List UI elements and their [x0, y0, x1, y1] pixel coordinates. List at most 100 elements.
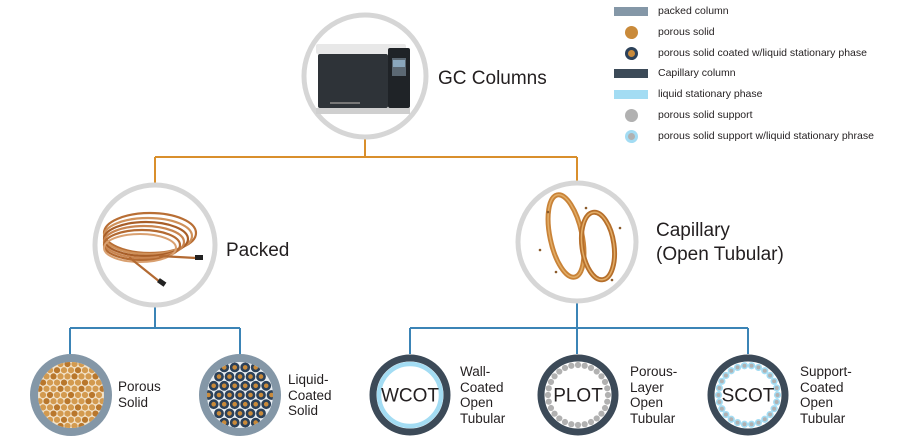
legend-label: porous solid coated w/liquid stationary …	[658, 47, 867, 59]
legend-label: liquid stationary phase	[658, 88, 763, 100]
porous-particle	[43, 373, 50, 380]
porous-particle	[99, 398, 104, 405]
porous-particle	[67, 391, 75, 399]
support-bead	[551, 410, 558, 417]
porous-particle	[81, 379, 89, 386]
wcot-label-line-2: Coated	[460, 379, 504, 395]
coated-support-bead	[773, 391, 782, 399]
coated-particle	[256, 408, 266, 419]
porous-particle	[64, 422, 71, 428]
scot-cross-section: SCOT	[707, 354, 789, 436]
porous-particle	[81, 391, 89, 399]
plot-label-line-4: Tubular	[630, 410, 676, 426]
porous-solid-swatch-icon	[614, 23, 648, 41]
porous-particle	[53, 367, 61, 374]
porous-particle	[60, 379, 68, 386]
scot-code: SCOT	[722, 386, 775, 407]
porous-particle	[46, 391, 54, 399]
capillary-column-node	[515, 180, 639, 304]
coated-support-bead	[773, 384, 781, 392]
coated-particle	[245, 408, 256, 419]
legend-item-liquid-stationary-phase: liquid stationary phase	[614, 85, 762, 103]
liquid-stationary-phase-swatch-icon	[614, 85, 648, 103]
porous-particle	[53, 391, 61, 399]
porous-particle	[71, 398, 78, 405]
porous-particle	[64, 398, 71, 405]
support-bead	[581, 421, 588, 428]
support-bead	[574, 421, 582, 429]
porous-particle	[78, 410, 85, 417]
legend-item-porous-solid: porous solid	[614, 23, 715, 41]
coated-particle	[256, 371, 266, 382]
support-bead	[547, 404, 555, 412]
porous-particle	[43, 398, 50, 405]
coated-support-bead	[754, 363, 763, 372]
porous-particle	[38, 398, 43, 405]
scot-label-line-4: Tubular	[800, 410, 846, 426]
support-bead	[581, 362, 588, 369]
coated-support-bead	[733, 363, 742, 372]
porous-particle	[92, 373, 99, 380]
packed-coil-image	[102, 211, 203, 287]
plot-support-beads	[544, 361, 612, 429]
porous-particle	[67, 416, 75, 423]
support-bead	[604, 385, 611, 392]
porous-particle	[74, 391, 82, 399]
support-bead	[568, 421, 575, 428]
gc-columns-label: GC Columns	[438, 68, 547, 89]
coated-support-bead	[754, 418, 763, 427]
porous-particle	[39, 379, 47, 386]
scot-label-line-3: Open	[800, 395, 834, 410]
coated-support-bead	[770, 405, 778, 413]
porous-particle	[92, 385, 99, 392]
coated-support-bead	[773, 398, 781, 406]
legend-item-packed-column: packed column	[614, 2, 729, 20]
support-bead	[587, 364, 595, 372]
porous-particle	[43, 410, 50, 417]
legend-label: packed column	[658, 5, 729, 17]
liquid-coated-solid-cross-section	[199, 354, 281, 436]
legend-label: Capillary column	[658, 67, 736, 79]
coated-support-bead	[740, 420, 749, 428]
support-bead	[561, 364, 569, 372]
coated-particle	[207, 390, 214, 400]
porous-particle	[46, 379, 54, 386]
capillary-column-swatch-icon	[614, 64, 648, 82]
gc-instrument-image	[316, 44, 410, 114]
packed-column-node	[92, 182, 218, 308]
tree-connectors-bottom	[69, 303, 749, 354]
support-bead	[593, 415, 600, 422]
packed-column-swatch-icon	[614, 2, 648, 20]
support-bead	[547, 378, 555, 386]
support-bead	[601, 404, 609, 412]
plot-label: Porous- Layer Open Tubular	[630, 364, 677, 426]
coated-support-bead	[715, 398, 723, 406]
coated-particles	[207, 362, 273, 428]
porous-particle	[60, 391, 68, 399]
wcot-label: Wall- Coated Open Tubular	[460, 364, 505, 426]
support-bead	[604, 398, 611, 405]
coated-support-bead	[766, 410, 774, 419]
porous-particle	[78, 398, 85, 405]
coated-particle	[235, 408, 245, 419]
coated-support-bead	[722, 410, 730, 419]
porous-particle	[95, 404, 103, 411]
coated-particle	[245, 390, 256, 400]
coated-particle	[240, 362, 251, 373]
porous-particle	[64, 385, 71, 392]
porous-particle	[60, 404, 68, 411]
coated-support-bead	[761, 415, 769, 423]
porous-particle	[57, 385, 64, 392]
support-bead	[593, 368, 600, 375]
coated-support-bead	[761, 367, 769, 375]
support-bead	[568, 362, 575, 369]
porous-particle	[67, 367, 75, 374]
porous-particle	[57, 410, 64, 417]
porous-particle	[39, 404, 47, 411]
porous-solid-support-swatch-icon	[614, 106, 648, 124]
coated-particle	[229, 399, 240, 410]
legend-label: porous solid support	[658, 109, 753, 121]
scot-label-line-2: Coated	[800, 379, 844, 395]
porous-particle	[64, 410, 71, 417]
coated-support-bead	[747, 362, 756, 370]
